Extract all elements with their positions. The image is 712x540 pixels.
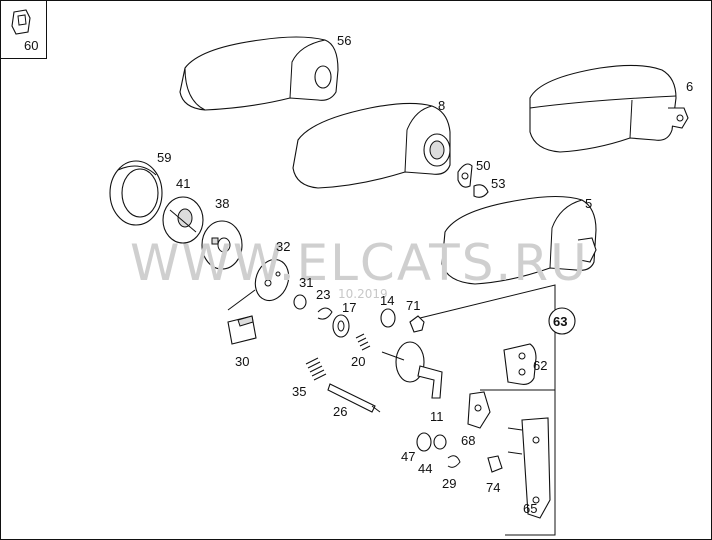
label-11: 11	[430, 409, 444, 424]
part-23[interactable]	[317, 307, 333, 320]
label-26: 26	[333, 404, 347, 419]
label-5: 5	[585, 196, 592, 211]
part-71[interactable]	[409, 315, 425, 333]
group-63-marker	[548, 307, 576, 335]
group-63-bracket	[419, 284, 556, 536]
part-60-box[interactable]: 60	[0, 0, 47, 59]
label-30: 30	[235, 354, 249, 369]
disk-41[interactable]	[162, 196, 204, 244]
block-30[interactable]	[227, 315, 257, 345]
label-60: 60	[24, 38, 38, 53]
label-38: 38	[215, 196, 229, 211]
disk-38[interactable]	[201, 220, 243, 270]
watermark-date: 10.2019	[338, 287, 388, 301]
label-74: 74	[486, 480, 500, 495]
label-35: 35	[292, 384, 306, 399]
label-53: 53	[491, 176, 505, 191]
armrest-56[interactable]	[179, 36, 339, 111]
spring-20[interactable]	[355, 333, 371, 351]
label-23: 23	[316, 287, 330, 302]
spring-35[interactable]	[305, 357, 327, 381]
part-47[interactable]	[416, 432, 432, 452]
part-17[interactable]	[332, 314, 350, 338]
armrest-5[interactable]	[441, 195, 597, 285]
label-62: 62	[533, 358, 547, 373]
clip-icon	[11, 9, 31, 35]
bolt-74[interactable]	[487, 455, 503, 473]
part-31[interactable]	[293, 294, 307, 310]
armrest-6[interactable]	[529, 64, 689, 153]
label-50: 50	[476, 158, 490, 173]
bracket-68[interactable]	[467, 391, 491, 429]
label-8: 8	[438, 98, 445, 113]
clip-50[interactable]	[457, 163, 473, 188]
clip-53[interactable]	[473, 184, 489, 198]
label-56: 56	[337, 33, 351, 48]
ring-59[interactable]	[109, 160, 163, 226]
part-29[interactable]	[447, 455, 461, 468]
label-20: 20	[351, 354, 365, 369]
label-71: 71	[406, 298, 420, 313]
shaft-26[interactable]	[327, 383, 381, 413]
part-14[interactable]	[380, 308, 396, 328]
label-63: 63	[553, 314, 567, 329]
watermark-text: WWW.ELCATS.RU	[130, 234, 589, 292]
label-6: 6	[686, 79, 693, 94]
plate-32[interactable]	[250, 255, 294, 305]
label-44: 44	[418, 461, 432, 476]
label-41: 41	[176, 176, 190, 191]
label-31: 31	[299, 275, 313, 290]
label-47: 47	[401, 449, 415, 464]
bracket-11[interactable]	[381, 341, 443, 399]
label-68: 68	[461, 433, 475, 448]
label-29: 29	[442, 476, 456, 491]
label-65: 65	[523, 501, 537, 516]
part-44[interactable]	[433, 434, 447, 450]
plate-62[interactable]	[503, 343, 537, 385]
armrest-8[interactable]	[292, 102, 451, 189]
plate-65[interactable]	[507, 417, 551, 519]
label-14: 14	[380, 293, 394, 308]
label-59: 59	[157, 150, 171, 165]
leader-32-30	[227, 289, 256, 311]
label-32: 32	[276, 239, 290, 254]
label-17: 17	[342, 300, 356, 315]
